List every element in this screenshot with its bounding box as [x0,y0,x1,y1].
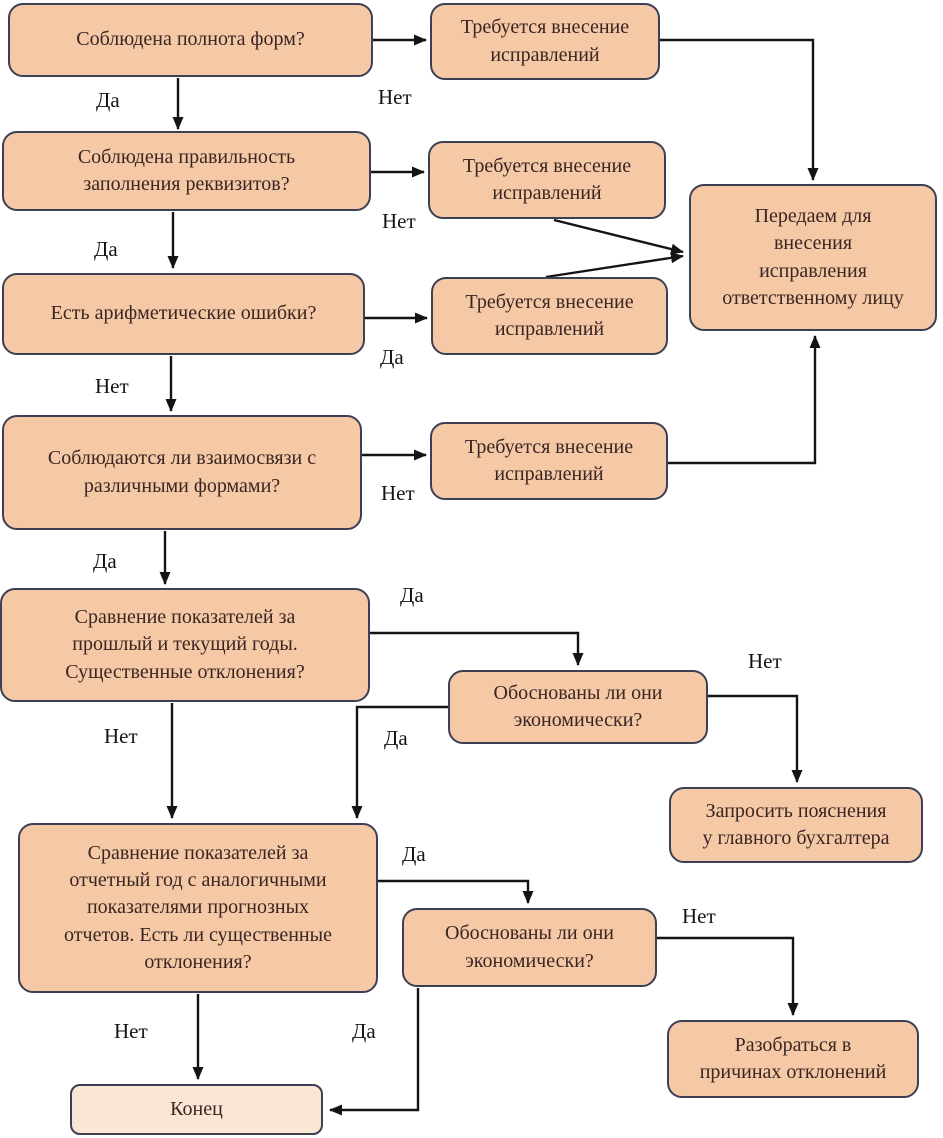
edge-q8-no-to-invest [657,936,799,1016]
node-question-economically-justified-2: Обоснованы ли они экономически? [402,908,657,987]
edge-q7-yes-to-q8 [378,879,534,904]
edge-label-yes-2: Да [94,237,118,261]
node-question-forms-complete: Соблюдена полнота форм? [8,3,373,77]
edge-q6-no-to-ask [708,694,803,783]
edge-label-yes-4: Да [93,549,117,573]
node-corrections-required-2: Требуется внесение исправлений [428,141,666,219]
edge-fix2-to-transfer [553,218,684,255]
node-transfer-to-responsible-person: Передаем для внесения исправления ответс… [689,184,937,331]
edge-fix1-to-transfer [660,38,819,181]
node-investigate-deviation-causes: Разобраться в причинах отклонений [667,1020,919,1098]
edge-label-yes-3: Да [380,345,404,369]
edge-label-yes-5: Да [400,583,424,607]
edge-q8-yes-to-end [329,988,420,1116]
edge-label-yes-7: Да [402,842,426,866]
node-question-arithmetic-errors: Есть арифметические ошибки? [2,273,365,355]
edge-label-no-5: Нет [104,724,138,748]
node-request-chief-accountant-explanations: Запросить пояснения у главного бухгалтер… [669,787,923,863]
node-question-form-interrelations: Соблюдаются ли взаимосвязи с различными … [2,415,362,530]
edge-label-yes-8: Да [352,1019,376,1043]
edge-label-no-3: Нет [95,374,129,398]
node-question-economically-justified-1: Обоснованы ли они экономически? [448,670,708,744]
edge-label-no-2: Нет [382,209,416,233]
edge-label-no-7: Нет [114,1019,148,1043]
edge-q6-yes-to-q7 [351,705,448,819]
edge-label-yes-6: Да [384,726,408,750]
node-corrections-required-4: Требуется внесение исправлений [430,422,668,500]
node-question-requisites-correct: Соблюдена правильность заполнения реквиз… [2,131,371,211]
edge-label-yes-1: Да [96,88,120,112]
edge-q5-yes-to-q6 [370,631,584,666]
edge-label-no-1: Нет [378,85,412,109]
edge-label-no-8: Нет [682,904,716,928]
node-end: Конец [70,1084,323,1135]
node-question-compare-forecast-reports: Сравнение показателей за отчетный год с … [18,823,378,993]
edge-label-no-6: Нет [748,649,782,673]
node-corrections-required-1: Требуется внесение исправлений [430,3,660,80]
node-question-compare-past-current-years: Сравнение показателей за прошлый и текущ… [0,588,370,702]
edge-fix4-to-transfer [668,335,821,465]
edge-fix3-to-transfer [545,252,684,279]
node-corrections-required-3: Требуется внесение исправлений [431,277,668,355]
edge-label-no-4: Нет [381,481,415,505]
